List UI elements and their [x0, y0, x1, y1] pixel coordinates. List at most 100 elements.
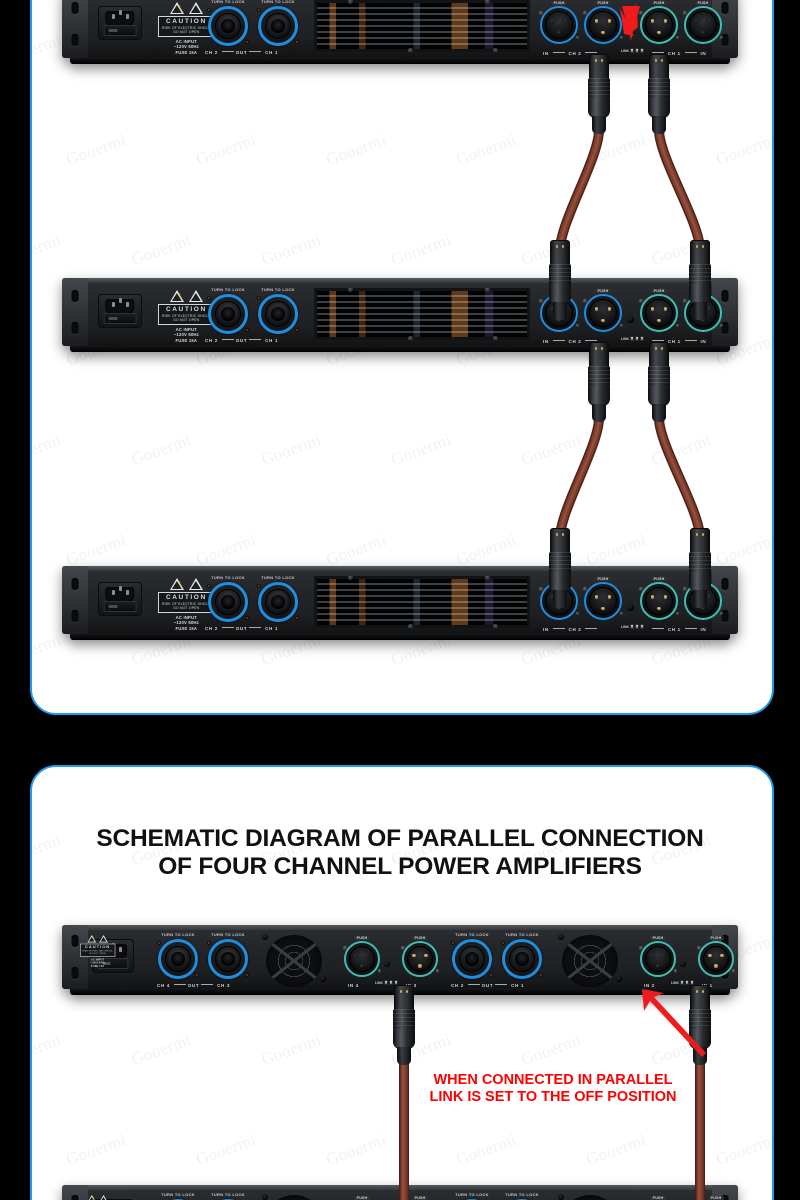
xlr-connector[interactable]: PUSH [539, 1, 579, 44]
iec-power-inlet[interactable] [98, 6, 142, 40]
xlr-connector[interactable]: PUSH [683, 289, 723, 332]
speakon-connector[interactable]: TURN TO LOCK [257, 0, 299, 46]
link-switch[interactable] [389, 980, 393, 985]
parallel-warning-text: WHEN CONNECTED IN PARALLEL LINK IS SET T… [413, 1072, 693, 1106]
speakon-connector[interactable]: TURN TO LOCK [257, 575, 299, 622]
xlr-push-tab: PUSH [412, 936, 428, 940]
xlr-connector[interactable]: PUSH [583, 1, 623, 44]
xlr-push-tab: PUSH [551, 289, 567, 293]
electric-shock-icon: ⚡ [169, 2, 184, 14]
xlr-connector[interactable]: PUSH [683, 1, 723, 44]
xlr-connector[interactable]: PUSH [639, 289, 679, 332]
screw-icon [675, 323, 679, 328]
screw-icon [257, 584, 261, 589]
rack-ear-left [62, 1185, 88, 1200]
link-switch[interactable] [630, 336, 634, 341]
link-switch[interactable] [635, 624, 639, 629]
screw-icon [539, 299, 543, 303]
xlr-connector[interactable]: PUSH [697, 936, 735, 977]
link-switch[interactable] [630, 48, 634, 53]
iec-power-inlet[interactable] [98, 294, 142, 328]
fuse-holder[interactable] [103, 25, 137, 36]
screw-icon [719, 611, 723, 616]
link-switch[interactable] [680, 980, 684, 985]
speakon-connector[interactable]: TURN TO LOCK [257, 287, 299, 334]
screw-icon [683, 11, 687, 15]
speakon-ring [208, 294, 248, 334]
xlr-connector[interactable]: PUSH [539, 577, 579, 620]
link-switch[interactable] [685, 980, 689, 985]
speakon-turn-to-lock-label: TURN TO LOCK [161, 1192, 195, 1197]
link-switch-group[interactable]: LINK [671, 980, 696, 987]
link-switch-group[interactable]: LINK [621, 624, 646, 631]
xlr-connector[interactable]: PUSH [583, 577, 623, 620]
fan-grille [562, 935, 618, 987]
rack-ear-right [712, 566, 738, 634]
link-switch[interactable] [640, 48, 644, 53]
xlr-connector[interactable]: PUSH [683, 577, 723, 620]
xlr-connector[interactable]: PUSH [639, 577, 679, 620]
link-switch[interactable] [690, 980, 694, 985]
speakon-connector[interactable]: TURN TO LOCK [451, 932, 493, 979]
link-switch[interactable] [640, 336, 644, 341]
link-switch-group[interactable]: LINK [621, 48, 646, 55]
link-switch[interactable] [640, 624, 644, 629]
screw-icon [408, 336, 413, 340]
screw-icon [207, 296, 211, 301]
link-switch[interactable] [635, 336, 639, 341]
speakon-hole [220, 18, 236, 34]
screw-icon [485, 0, 490, 4]
link-switch[interactable] [630, 624, 634, 629]
screw-icon [639, 587, 643, 591]
fuse-holder[interactable] [103, 601, 137, 612]
watermark: Gooermi [778, 1029, 800, 1070]
link-switch[interactable] [635, 48, 639, 53]
xlr-connector[interactable]: PUSH [343, 936, 381, 977]
speakon-connector[interactable]: TURN TO LOCK [157, 932, 199, 979]
xlr-connector[interactable]: PUSH [639, 936, 677, 977]
screw-icon [619, 35, 623, 40]
fuse-holder[interactable] [97, 958, 129, 969]
iec-power-inlet[interactable] [98, 582, 142, 616]
speakon-connector[interactable]: TURN TO LOCK [207, 575, 249, 622]
link-switch[interactable] [394, 980, 398, 985]
xlr-pin [557, 30, 561, 35]
xlr-connector[interactable]: PUSH [583, 289, 623, 332]
link-switch[interactable] [384, 980, 388, 985]
xlr-push-tab: PUSH [595, 289, 611, 293]
xlr-pin [694, 307, 699, 311]
xlr-push-tab: PUSH [650, 1196, 666, 1200]
speakon-connector[interactable]: TURN TO LOCK [207, 287, 249, 334]
speakon-connector[interactable]: TURN TO LOCK [501, 932, 543, 979]
screw-icon [489, 972, 493, 977]
screw-icon [157, 941, 161, 946]
speakon-connector[interactable]: TURN TO LOCK [207, 0, 249, 46]
xlr-connector[interactable]: PUSH [539, 289, 579, 332]
screw-icon [245, 327, 249, 332]
link-switch-group[interactable]: LINK [621, 336, 646, 343]
speakon-connector[interactable]: TURN TO LOCK [207, 932, 249, 979]
xlr-connector[interactable]: PUSH [401, 936, 439, 977]
fuse-holder[interactable] [103, 313, 137, 324]
exclamation-warning-icon: ! [188, 290, 203, 302]
screw-icon [583, 587, 587, 591]
speakon-out-labels: CH 2 OUT CH 1 [205, 50, 278, 55]
xlr-push-tab: PUSH [708, 1196, 724, 1200]
fan-grille [562, 1195, 618, 1200]
link-switch-group[interactable]: LINK [375, 980, 400, 987]
exclamation-warning-icon: ! [99, 935, 108, 943]
vent-internals [317, 291, 527, 337]
screw-icon [384, 961, 390, 967]
xlr-body [645, 946, 671, 972]
xlr-connector[interactable]: PUSH [639, 1, 679, 44]
xlr-ch2-label: IN CH 2 [543, 627, 599, 632]
